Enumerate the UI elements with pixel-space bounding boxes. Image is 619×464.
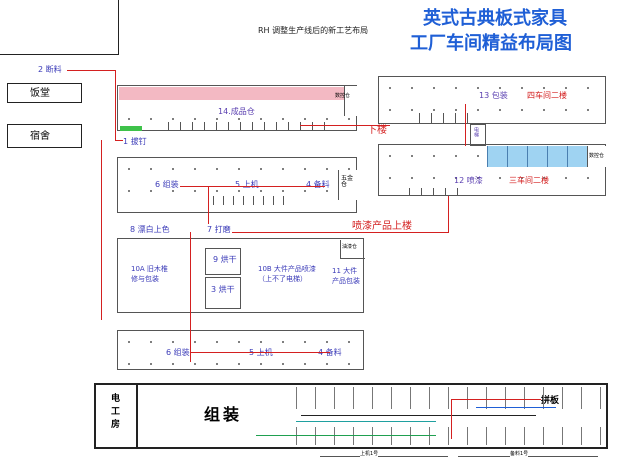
drying-room-3: 3 烘干 bbox=[205, 277, 241, 309]
packing-building: 13 包装 四车间二楼 bbox=[378, 76, 606, 124]
bottom-flow-blue bbox=[476, 407, 556, 408]
flow-upper-assembly bbox=[180, 186, 325, 187]
flow-spray-up-riser bbox=[448, 196, 449, 233]
paint-store-label: 油漆仓 bbox=[342, 244, 358, 250]
bottom-assembly-label: 组装 bbox=[204, 405, 243, 424]
spray-blue-zone bbox=[487, 146, 587, 167]
drying-label-3: 3 烘干 bbox=[211, 285, 235, 294]
assembly-label-lower: 6 组装 bbox=[166, 348, 190, 357]
flow-polish-drop bbox=[208, 186, 209, 224]
canteen-label: 饭堂 bbox=[30, 88, 50, 99]
door-marks bbox=[168, 122, 328, 130]
spray-label: 12 喷漆 bbox=[454, 176, 483, 185]
packing-label: 13 包装 bbox=[479, 91, 508, 100]
door-marks-2 bbox=[213, 196, 293, 205]
flow-spray-up-horizontal bbox=[232, 232, 448, 233]
flow-cutting-horizontal bbox=[67, 70, 115, 71]
dimension-label-left: 上机1号 bbox=[360, 451, 379, 457]
electrical-room: 电工房 bbox=[96, 385, 138, 447]
assembly-building-upper: 6 组装 5 上机 4 备料 五金仓 bbox=[117, 157, 357, 213]
flow-left-spine bbox=[101, 140, 102, 320]
flow-elevator bbox=[465, 104, 466, 146]
finished-goods-building: 14.成品仓 数控仓 bbox=[117, 85, 358, 131]
polish-station-label: 7 打磨 bbox=[207, 225, 231, 234]
flow-nailing-horizontal bbox=[115, 140, 123, 141]
green-tag bbox=[120, 126, 142, 131]
assembly-label-upper: 6 组装 bbox=[155, 180, 179, 189]
bleach-station-label: 8 漂白上色 bbox=[130, 225, 170, 234]
old-wood-repair-label: 10A 旧木椎修与包装 bbox=[131, 265, 168, 283]
flow-spray-up-vertical bbox=[190, 232, 191, 362]
bottom-floor-plan: 电工房 组装 拼板 bbox=[94, 383, 608, 449]
prep-label-lower: 4 备料 bbox=[318, 348, 342, 357]
large-pack-label: 11 大件产品包装 bbox=[332, 267, 360, 285]
canteen-room: 饭堂 bbox=[7, 83, 82, 103]
paint-store-box: 油漆仓 bbox=[340, 240, 365, 259]
machine-row-bottom bbox=[296, 427, 601, 445]
page-title-line1: 英式古典板式家具 bbox=[423, 8, 567, 29]
elevator-shaft: 电梯 bbox=[470, 124, 486, 146]
drying-room-9: 9 烘干 bbox=[205, 248, 241, 275]
bottom-flow-teal bbox=[296, 421, 436, 422]
dorm-room: 宿舍 bbox=[7, 124, 82, 148]
cutting-station-label: 2 断料 bbox=[38, 65, 62, 74]
bottom-flow-red-vertical bbox=[451, 399, 452, 439]
flow-downstairs bbox=[300, 125, 390, 126]
assembly-building-lower: 6 组装 5 上机 4 备料 bbox=[117, 330, 364, 370]
downstairs-label: 下楼 bbox=[367, 125, 387, 136]
nailing-station-label: 1 拔钉 bbox=[123, 137, 147, 146]
hardware-store-box: 五金仓 bbox=[338, 170, 357, 200]
prep-label-upper: 4 备料 bbox=[306, 180, 330, 189]
door-marks-3 bbox=[419, 113, 469, 123]
flow-cutting-vertical bbox=[115, 70, 116, 140]
bottom-flow-black bbox=[301, 415, 536, 416]
finished-goods-tag: 数控仓 bbox=[335, 93, 351, 99]
spray-side-tag-box: 数控仓 bbox=[587, 146, 606, 167]
top-left-divider-horizontal bbox=[0, 54, 119, 55]
loading-label-upper: 5 上机 bbox=[235, 180, 259, 189]
electrical-room-label: 电工房 bbox=[109, 393, 119, 432]
bottom-flow-green bbox=[256, 435, 436, 436]
processing-building: 10A 旧木椎修与包装 9 烘干 3 烘干 10B 大件产品喷漆（上不了电梯） … bbox=[117, 238, 365, 313]
top-left-divider-vertical bbox=[118, 0, 119, 54]
bottom-flow-red bbox=[451, 399, 541, 400]
large-spray-label: 10B 大件产品喷漆（上不了电梯） bbox=[258, 265, 316, 283]
page-subtitle: RH 调整生产线后的新工艺布局 bbox=[258, 26, 369, 35]
drying-label-9: 9 烘干 bbox=[213, 255, 237, 264]
floor4-label: 四车间二楼 bbox=[527, 91, 567, 100]
upstairs-flow-label: 喷漆产品上楼 bbox=[352, 221, 412, 232]
spray-building: 数控仓 12 喷漆 三车间二楼 bbox=[378, 144, 606, 196]
floor3-label: 三车间二楼 bbox=[509, 176, 549, 185]
page-title-line2: 工厂车间精益布局图 bbox=[410, 33, 572, 54]
loading-label-lower: 5 上机 bbox=[249, 349, 273, 357]
machine-row-top bbox=[296, 387, 601, 409]
spray-side-tag: 数控仓 bbox=[589, 153, 605, 159]
elevator-label: 电梯 bbox=[473, 127, 479, 137]
dimension-line-left bbox=[320, 456, 448, 457]
door-marks-4 bbox=[409, 188, 469, 196]
finished-goods-pink-zone bbox=[119, 87, 344, 100]
finished-goods-tag-box: 数控仓 bbox=[335, 86, 358, 116]
finished-goods-label: 14.成品仓 bbox=[218, 107, 255, 116]
dimension-label-right: 备料1号 bbox=[510, 451, 529, 457]
dorm-label: 宿舍 bbox=[30, 131, 50, 142]
flow-lower-assembly bbox=[190, 352, 330, 353]
hardware-store-label: 五金仓 bbox=[341, 175, 354, 188]
